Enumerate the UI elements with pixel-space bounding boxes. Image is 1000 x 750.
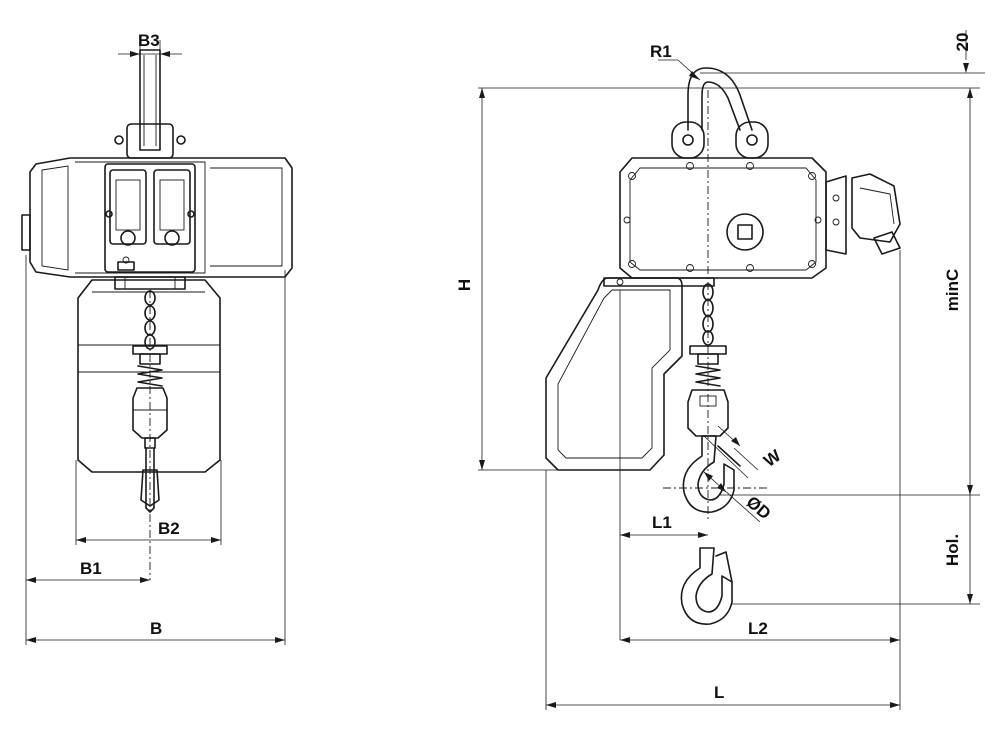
label-l: L [714, 683, 724, 702]
label-r1: R1 [650, 42, 672, 61]
label-h: H [455, 279, 474, 291]
side-view [545, 67, 901, 625]
label-l2: L2 [748, 619, 768, 638]
label-20: 20 [953, 33, 972, 52]
label-b1: B1 [80, 559, 102, 578]
front-view [21, 49, 293, 580]
label-od: ØD [743, 492, 775, 523]
label-b2: B2 [158, 519, 180, 538]
label-hol: Hol. [943, 534, 962, 566]
label-b3: B3 [138, 31, 160, 50]
side-dimensions [478, 30, 985, 710]
front-dimensions [25, 40, 286, 645]
label-b: B [150, 619, 162, 638]
label-l1: L1 [652, 513, 672, 532]
label-w: W [760, 445, 785, 470]
label-minc: minC [943, 269, 962, 312]
